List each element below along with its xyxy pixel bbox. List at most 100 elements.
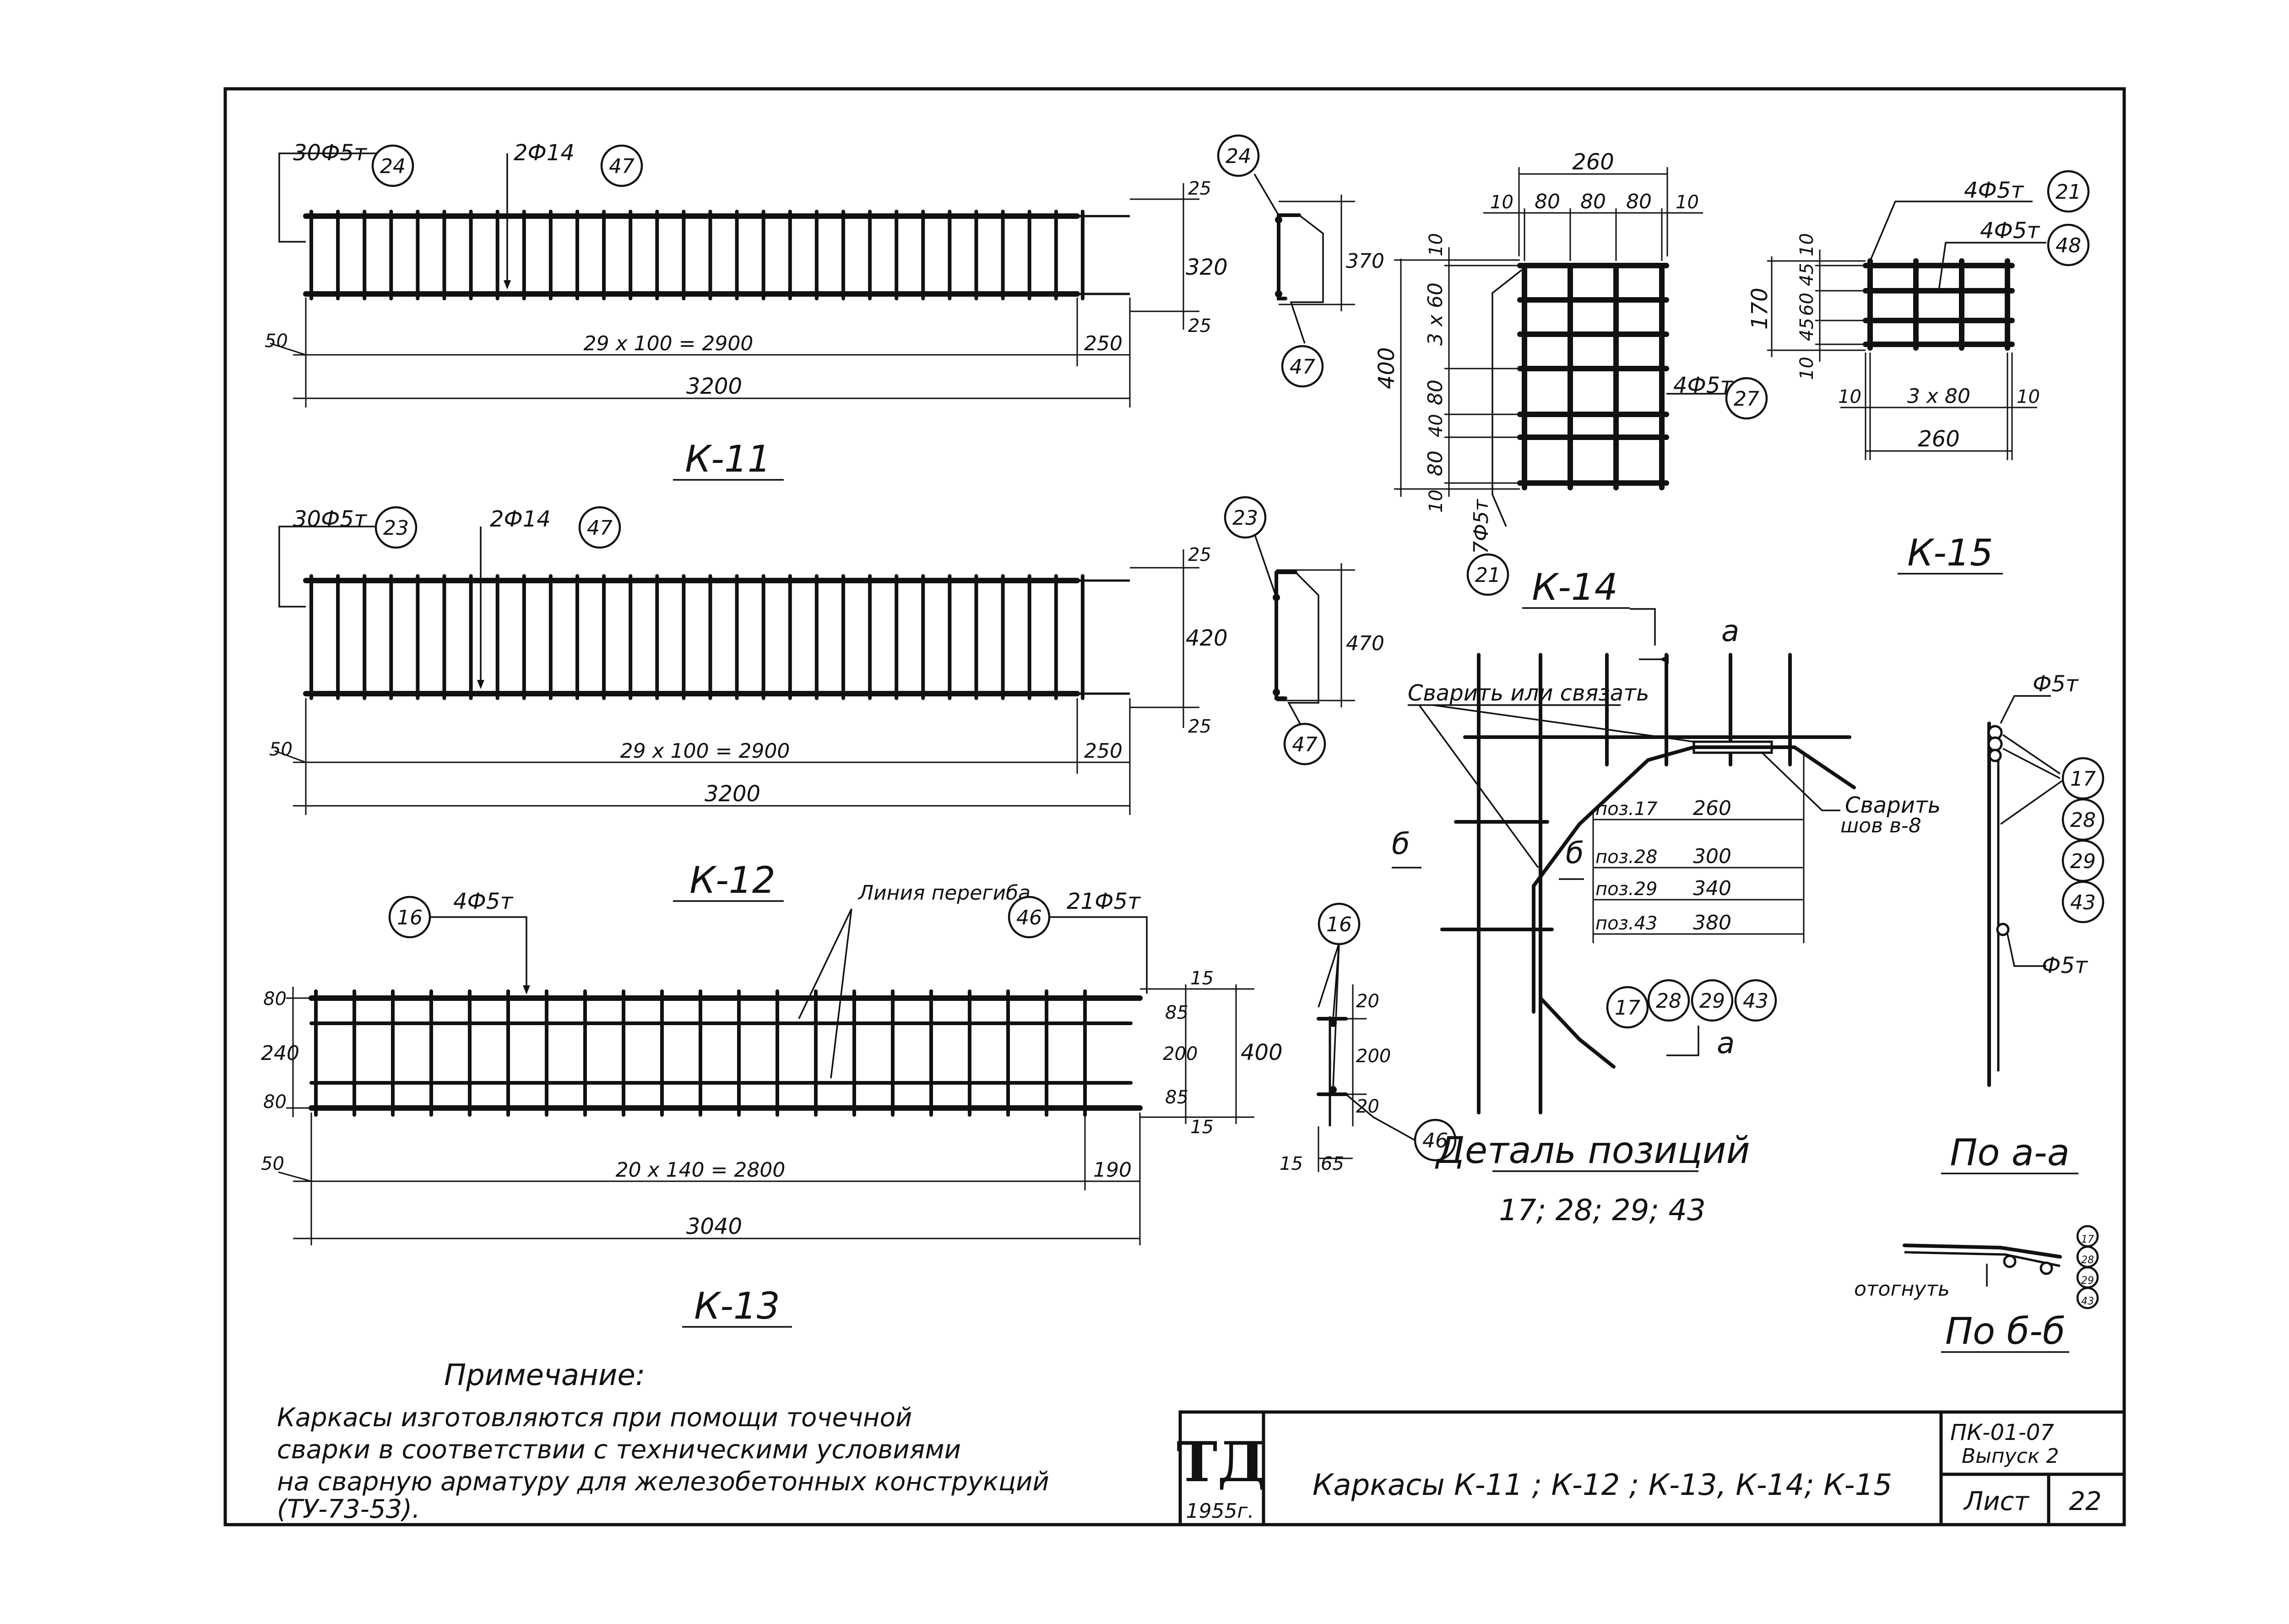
k15-callout-a-spec: 4Ф5т (1964, 178, 2024, 203)
k13-dim-total-height: 400 (1241, 1040, 1283, 1065)
k12-section-height: 470 (1346, 632, 1384, 655)
k11-section-bottom-pos: 47 (1290, 355, 1315, 379)
view-aa-pos-28: 28 (2070, 809, 2096, 832)
k14-dim-cell-1: 10 (1490, 192, 1513, 213)
k13-section-bottom-pos: 46 (1422, 1129, 1448, 1152)
k15-callout-b-pos: 48 (2056, 234, 2081, 257)
k15-dim-width: 260 (1918, 426, 1960, 452)
k11-stirrup-pos-circle (371, 144, 414, 187)
k11-section (1253, 174, 1355, 344)
k13-frame (309, 989, 1143, 1117)
k14-dim-cell-5: 10 (1676, 192, 1699, 213)
k12-dim-total: 3200 (705, 781, 760, 807)
k15-dim-cell-2: 3 х 80 (1907, 385, 1970, 408)
k15-callout-b-circle (2047, 223, 2090, 266)
detail-pos-28-circle (1647, 979, 1690, 1022)
k14-title: К-14 (1532, 566, 1617, 608)
k13-section-top-circle (1318, 902, 1361, 945)
note-line-4: (ТУ-73-53). (277, 1494, 420, 1524)
k13-long-pos-circle (388, 896, 431, 939)
k15-callout-a-leader (1869, 201, 2033, 261)
k13-long-spec: 4Ф5т (453, 889, 514, 914)
k12-dim-pitch: 29 х 100 = 2900 (620, 739, 790, 763)
detail-pos-29: 29 (1699, 989, 1725, 1013)
k12-dim-cover-top: 25 (1188, 544, 1211, 565)
k13-section-bottom-dim-2: 65 (1321, 1153, 1344, 1174)
view-aa-title: По а-а (1950, 1131, 2069, 1174)
detail-section-a-bottom: а (1717, 1027, 1735, 1060)
detail-weld: Сварить (1845, 793, 1941, 818)
detail-drawing (1392, 608, 1856, 1114)
k14-vertical-pos-circle (1466, 553, 1509, 596)
view-bb-title: По б-б (1945, 1310, 2065, 1352)
sheet-frame (223, 87, 2126, 1526)
k12-dim-end: 250 (1084, 739, 1123, 763)
k13-dim-right-2: 85 (1165, 1002, 1188, 1023)
detail-row-1-value: 260 (1693, 797, 1731, 820)
k13-dim-left-mid: 240 (261, 1042, 299, 1065)
view-aa-pos-43-circle (2061, 880, 2105, 923)
stamp-title: Каркасы К-11 ; К-12 ; К-13, К-14; К-15 (1313, 1468, 1892, 1502)
view-aa-pos-17: 17 (2070, 767, 2096, 791)
k13-dimensions (278, 984, 1254, 1245)
k14-dim-width: 260 (1572, 149, 1614, 175)
k13-dim-start: 50 (261, 1153, 284, 1174)
detail-row-3-value: 340 (1693, 877, 1731, 900)
k13-dim-left-bottom: 80 (263, 1092, 287, 1113)
detail-pos-17-circle (1606, 986, 1649, 1029)
stamp-sheet-number: 22 (2069, 1487, 2101, 1516)
detail-row-4-value: 380 (1693, 911, 1731, 934)
k13-dim-left-top: 80 (263, 989, 287, 1010)
k11-main-pos: 47 (609, 155, 635, 178)
k12-section-bottom-circle (1283, 722, 1326, 766)
note-line-3: на сварную арматуру для железобетонных к… (277, 1467, 1049, 1497)
k14-dim-cell-2: 80 (1535, 190, 1560, 213)
k14-dim-height-total: 400 (1374, 347, 1399, 389)
detail-section-b-right: б (1566, 836, 1584, 870)
view-aa-label-top: Ф5т (2033, 671, 2079, 697)
k13-dim-total: 3040 (686, 1214, 742, 1239)
detail-pos-29-circle (1691, 979, 1734, 1022)
k11-stirrup-pos: 24 (380, 155, 406, 178)
view-bb-pos-28: 28 (2081, 1255, 2094, 1266)
k15-dim-height-3: 60 (1796, 293, 1817, 316)
k13-cross-spec: 21Ф5т (1067, 889, 1141, 914)
detail-title: Деталь позиций (1435, 1129, 1750, 1172)
k15-title: К-15 (1907, 532, 1993, 574)
k13-title: К-13 (694, 1285, 780, 1327)
k15-dim-height-1: 10 (1796, 233, 1817, 256)
k13-cross-pos: 46 (1016, 906, 1042, 929)
k12-main-pos: 47 (587, 516, 613, 540)
k14-horizontal-spec: 4Ф5т (1673, 373, 1734, 398)
k13-section-top-pos: 16 (1326, 913, 1352, 936)
detail-pos-43-circle (1734, 979, 1777, 1022)
note-heading: Примечание: (444, 1358, 645, 1392)
k14-horizontal-pos-circle (1725, 377, 1768, 420)
k13-dim-pitch: 20 х 140 = 2800 (616, 1158, 786, 1182)
k14-vertical-leader (1492, 267, 1525, 527)
detail-pos-17: 17 (1615, 996, 1640, 1020)
k12-section-top-circle (1224, 496, 1267, 539)
k14-horizontal-pos: 27 (1734, 387, 1759, 411)
k11-dim-start: 50 (265, 331, 288, 352)
k14-vertical-spec: 7Ф5т (1470, 499, 1493, 554)
k14-dim-height-4: 40 (1426, 414, 1447, 437)
k11-dim-total: 3200 (686, 374, 742, 399)
view-bb-pos-17: 17 (2081, 1234, 2094, 1245)
detail-subtitle: 17; 28; 29; 43 (1499, 1194, 1705, 1228)
k12-section-top-pos: 23 (1232, 506, 1258, 530)
detail-pos-28: 28 (1656, 989, 1681, 1013)
k15-dim-height-4: 45 (1796, 318, 1817, 341)
k11-frame (303, 210, 1130, 300)
k12-section (1253, 533, 1355, 728)
k14-dim-cell-4: 80 (1626, 190, 1652, 213)
k12-dim-cover-bottom: 25 (1188, 716, 1211, 737)
note-line-1: Каркасы изготовляются при помощи точечно… (277, 1403, 912, 1433)
stamp-logo: ТД (1177, 1430, 1266, 1494)
k13-dim-right-4: 85 (1165, 1087, 1188, 1108)
k15-dim-cell-1: 10 (1838, 386, 1861, 407)
k13-section-dim-1: 20 (1356, 991, 1379, 1012)
k13-bend-line: Линия перегиба (857, 881, 1031, 905)
k11-dim-cover-bottom: 25 (1188, 315, 1211, 337)
